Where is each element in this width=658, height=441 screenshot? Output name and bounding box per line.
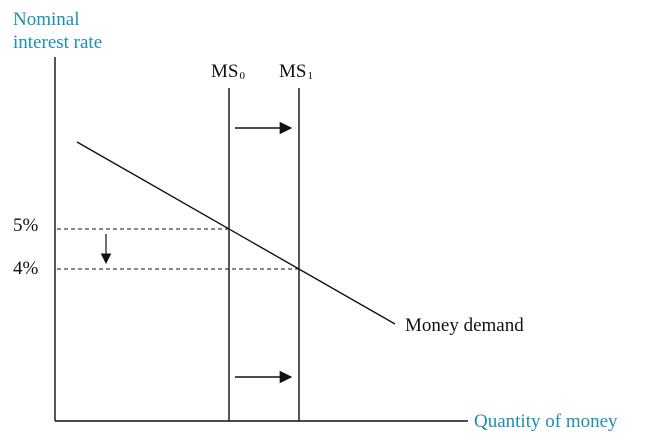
money-supply-label-0-subscript: 0: [239, 70, 245, 82]
y-axis-label-line1: Nominal: [13, 9, 80, 30]
money-supply-label-0: MS0: [211, 61, 245, 87]
money-supply-label-1-subscript: 1: [307, 70, 313, 82]
rate-tick-5: 5%: [13, 215, 39, 236]
x-axis-label: Quantity of money: [474, 411, 618, 432]
money-supply-label-1-prefix: MS: [279, 61, 307, 82]
money-supply-label-1: MS1: [279, 61, 313, 87]
rate-tick-4: 4%: [13, 258, 39, 279]
money-supply-label-0-prefix: MS: [211, 61, 239, 82]
y-axis-label: Nominal interest rate: [13, 8, 102, 54]
y-axis-label-line2: interest rate: [13, 32, 103, 53]
money-demand-label: Money demand: [405, 315, 524, 336]
money-demand-curve: [76, 141, 396, 325]
